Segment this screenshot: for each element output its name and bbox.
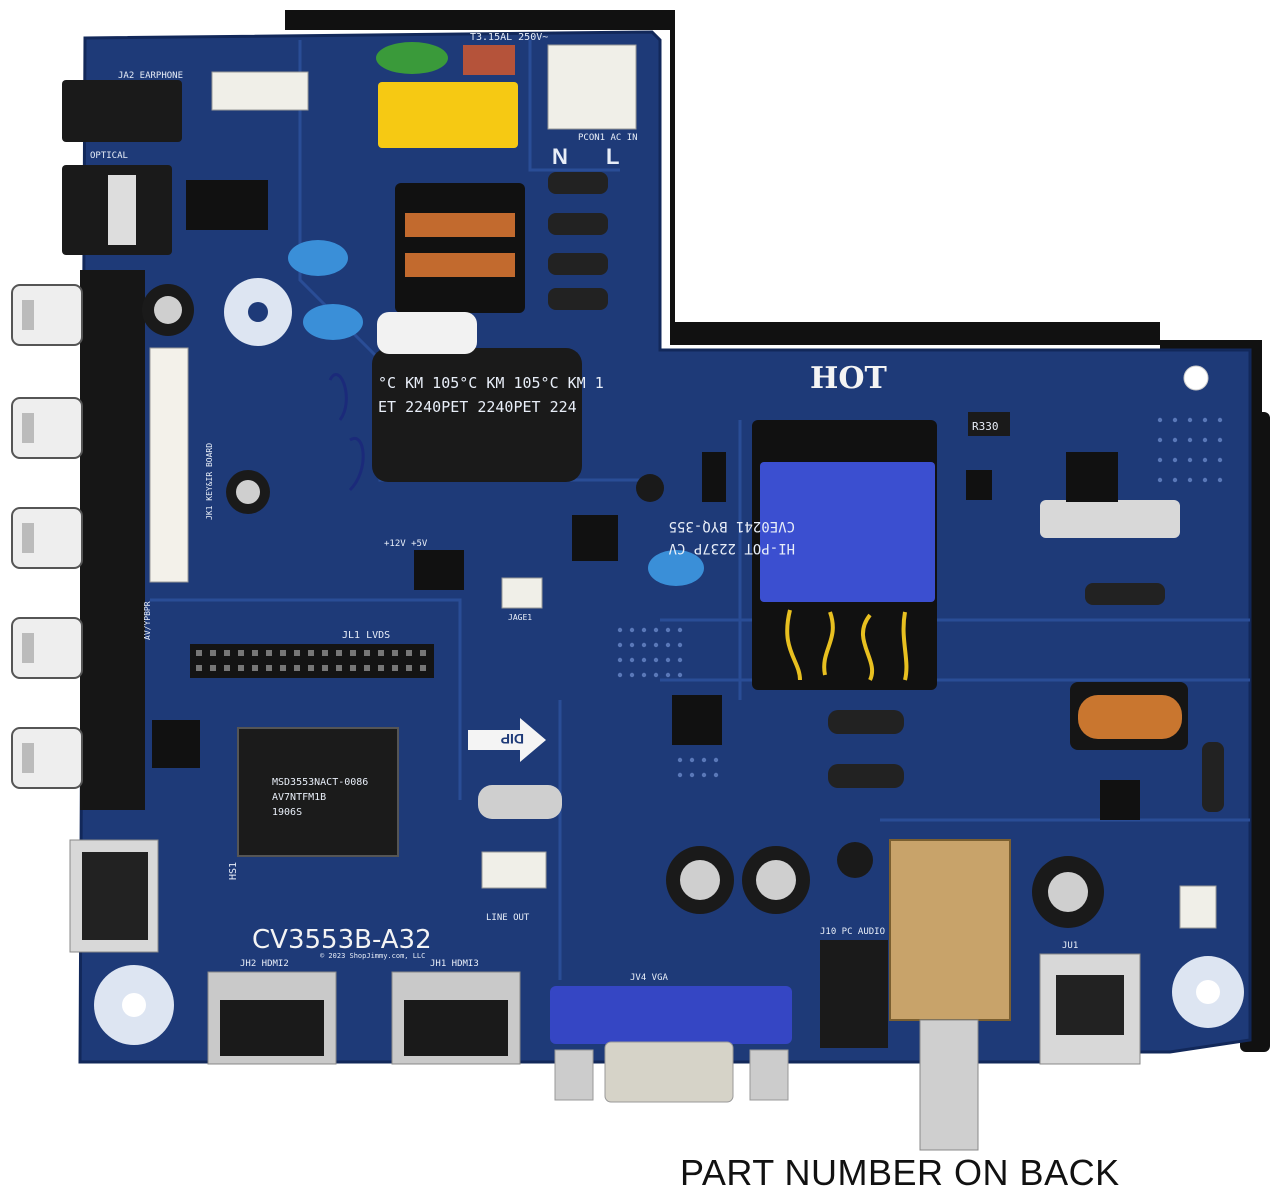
copyright-text: © 2023 ShopJimmy.com, LLC	[320, 952, 425, 960]
n-label: N	[552, 144, 568, 169]
usb-label: JU1	[1062, 941, 1078, 951]
chip-text-2: AV7NTFM1B	[272, 792, 326, 803]
av-label: AV/YPBPR	[143, 601, 152, 640]
rca-jacks	[11, 270, 145, 810]
ir-board-label: JK1 KEY&IR BOARD	[205, 443, 214, 520]
vga-label: JV4 VGA	[630, 973, 669, 983]
earphone-label: JA2 EARPHONE	[118, 71, 183, 81]
ac-in-label: PCON1 AC IN	[578, 133, 638, 143]
hot-label: HOT	[810, 361, 887, 396]
hdmi3-label: JH1 HDMI3	[430, 959, 479, 969]
voltage-label: +12V +5V	[384, 539, 428, 549]
capacitor-sleeve-text-2: ET 2240PET 2240PET 224	[378, 398, 577, 416]
part-number-caption: PART NUMBER ON BACK	[680, 1152, 1120, 1193]
resistor-text: R330	[972, 420, 999, 433]
fuse-rating: T3.15AL 250V~	[470, 32, 548, 43]
transformer-text-2: HI-POT 2237P CV	[668, 540, 795, 556]
capacitor-sleeve-text: °C KM 105°C KM 105°C KM 1	[378, 374, 604, 392]
transformer-text-1: CVE0241 BYQ-355	[669, 518, 795, 534]
board-model: CV3553B-A32	[252, 925, 432, 955]
lvds-label: JL1 LVDS	[342, 630, 390, 641]
chip-text-1: MSD3553NACT-0086	[272, 777, 368, 788]
hdmi1-label: HS1	[228, 862, 239, 880]
dip-label: DIP	[501, 731, 524, 747]
l-label: L	[606, 144, 619, 169]
chip-text-3: 1906S	[272, 807, 302, 818]
hdmi2-label: JH2 HDMI2	[240, 959, 289, 969]
line-out-label: LINE OUT	[486, 913, 530, 923]
jage1-label: JAGE1	[508, 613, 532, 622]
optical-label: OPTICAL	[90, 151, 128, 161]
pc-audio-label: J10 PC AUDIO	[820, 927, 885, 937]
